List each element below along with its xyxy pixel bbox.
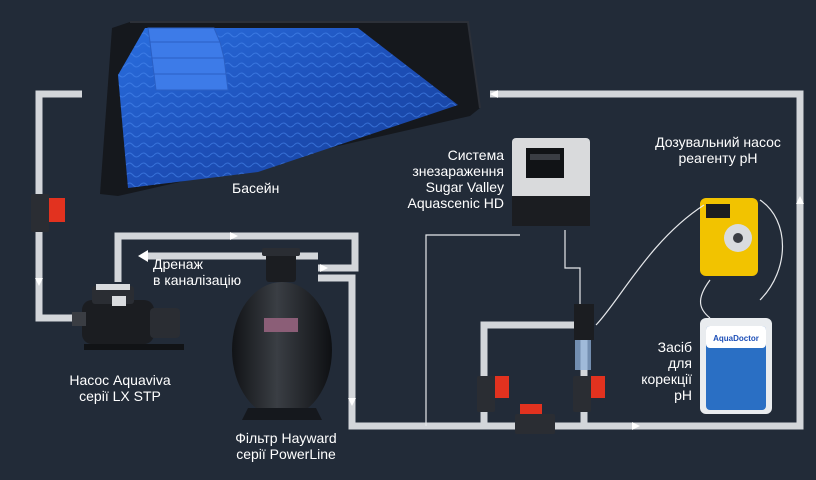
disinfection-label: Система знезараження Sugar Valley Aquasc… [386, 147, 505, 211]
ph-reagent-label-line-2: для [668, 355, 692, 371]
disinfection-label-line-3: Sugar Valley [425, 179, 504, 195]
ph-reagent-label-line-4: pH [674, 387, 692, 403]
pool-label-line: Басейн [232, 180, 280, 196]
flow-arrows [35, 90, 804, 430]
dosing-pump-label-line-2: реагенту pH [678, 150, 758, 166]
pipe-filter-outlet [318, 90, 804, 430]
ph-reagent-label-line-3: корекції [641, 371, 692, 387]
flow-arrow-bottom [632, 422, 640, 430]
canister-brand-logo: AquaDoctor [713, 334, 759, 343]
flow-arrow-return [490, 90, 498, 98]
filter-label: Фільтр Hayward серії PowerLine [214, 430, 358, 462]
pump-label-line-2: серії LX STP [79, 388, 161, 404]
valve-bypass [515, 404, 555, 434]
dosing-pump [700, 198, 758, 276]
dosing-pump-label: Дозувальний насос реагенту pH [646, 134, 790, 166]
pipe-network [35, 90, 804, 430]
electrolysis-cell [574, 304, 594, 370]
sand-filter [232, 248, 332, 420]
ph-reagent-canister: AquaDoctor [700, 318, 772, 414]
pipe-cell-branch [480, 321, 588, 426]
flow-arrow-right [796, 196, 804, 204]
pool-steps [147, 27, 229, 91]
pump [72, 284, 184, 350]
drain-label-line-2: в каналізацію [153, 272, 242, 288]
line-controller-to-cell [564, 230, 581, 304]
ph-reagent-label-line-1: Засіб [657, 339, 692, 355]
disinfection-label-line-1: Система [447, 147, 504, 163]
disinfection-label-line-4: Aquascenic HD [407, 195, 505, 211]
pool-edge [130, 21, 481, 109]
line-dosing-signal [759, 199, 784, 301]
flow-arrow-drain [138, 250, 148, 262]
pump-label: Насос Aquaviva серії LX STP [52, 372, 188, 404]
signal-lines [425, 199, 784, 426]
flow-arrow-left [35, 278, 43, 286]
pool-label: Басейн [232, 180, 279, 196]
filter-label-line-2: серії PowerLine [236, 446, 336, 462]
flow-arrow-filter-in [320, 264, 328, 272]
pipe-pump-to-filter-top [114, 232, 359, 282]
disinfection-controller [512, 138, 590, 226]
dosing-pump-label-line-1: Дозувальний насос [655, 134, 781, 150]
valve-branch-right [573, 376, 605, 412]
valve-branch-left [477, 376, 509, 412]
pump-label-line-1: Насос Aquaviva [69, 372, 171, 388]
flow-arrow-filter-out [348, 398, 356, 406]
filter-label-line-1: Фільтр Hayward [235, 430, 337, 446]
pool [100, 21, 481, 196]
valve-suction [31, 194, 65, 232]
line-dosing-to-cell [595, 204, 705, 326]
drain-label-line-1: Дренаж [153, 256, 203, 272]
ph-reagent-label: Засіб для корекції pH [620, 339, 692, 403]
line-dosing-suction [700, 279, 711, 319]
drain-label: Дренаж в каналізацію [153, 256, 241, 288]
line-controller-sensor [425, 234, 520, 426]
disinfection-label-line-2: знезараження [412, 163, 504, 179]
flow-arrow-top [230, 232, 238, 240]
